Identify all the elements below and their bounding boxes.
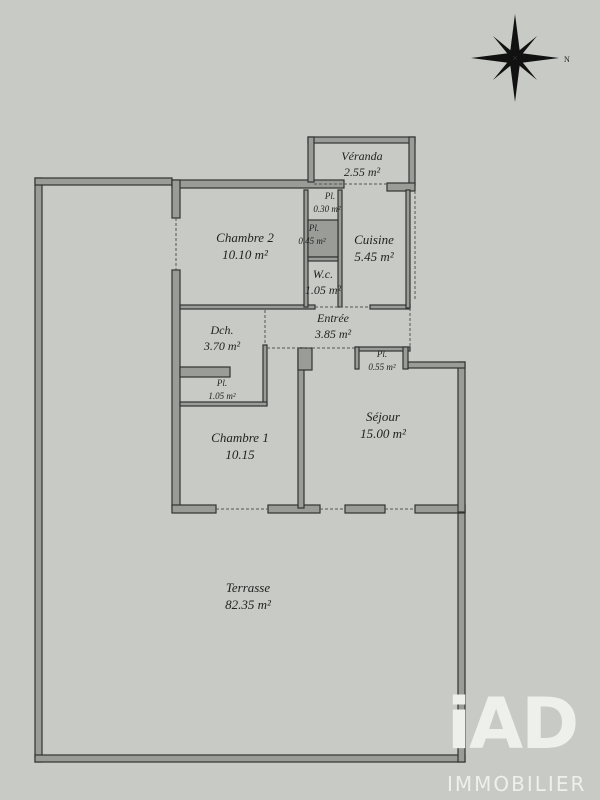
door-openings [175,183,416,510]
terrace-walls [34,177,466,763]
svg-text:0.55 m²: 0.55 m² [368,362,395,372]
svg-text:Véranda: Véranda [341,149,382,163]
svg-text:15.00 m²: 15.00 m² [360,426,407,441]
room-terrasse: Terrasse 82.35 m² [225,580,272,612]
svg-text:Pl.: Pl. [308,223,319,233]
svg-text:Chambre 2: Chambre 2 [216,230,274,245]
svg-text:82.35 m²: 82.35 m² [225,597,272,612]
room-placard-030: Pl. 0.30 m² [313,191,340,214]
svg-text:10.10 m²: 10.10 m² [222,247,269,262]
svg-text:3.70 m²: 3.70 m² [203,339,241,353]
room-wc: W.c. 1.05 m² [305,267,342,297]
room-sejour: Séjour 15.00 m² [360,409,407,441]
apartment-walls [171,136,466,514]
svg-text:2.55 m²: 2.55 m² [344,165,381,179]
svg-text:Séjour: Séjour [366,409,401,424]
logo-subtitle: IMMOBILIER [447,772,587,796]
svg-text:Chambre 1: Chambre 1 [211,430,269,445]
room-placard-045: Pl. 0.45 m² [298,223,325,246]
svg-text:0.45 m²: 0.45 m² [298,236,325,246]
svg-text:1.05 m²: 1.05 m² [208,391,235,401]
logo-brand: iAD [447,683,579,765]
svg-text:10.15: 10.15 [225,447,255,462]
north-label: N [564,55,570,64]
svg-text:Pl.: Pl. [376,349,387,359]
room-cuisine: Cuisine 5.45 m² [354,232,395,264]
svg-text:3.85 m²: 3.85 m² [314,327,352,341]
room-placard-105: Pl. 1.05 m² [208,378,235,401]
svg-text:Terrasse: Terrasse [226,580,271,595]
compass-rose-icon [471,14,559,102]
svg-text:5.45 m²: 5.45 m² [354,249,394,264]
room-chambre-1: Chambre 1 10.15 [211,430,269,462]
room-veranda: Véranda 2.55 m² [341,149,382,179]
room-dch: Dch. 3.70 m² [203,323,241,353]
room-chambre-2: Chambre 2 10.10 m² [216,230,274,262]
svg-text:W.c.: W.c. [313,267,333,281]
svg-text:Cuisine: Cuisine [354,232,394,247]
room-entree: Entrée 3.85 m² [314,311,352,341]
svg-text:1.05 m²: 1.05 m² [305,283,342,297]
svg-text:Dch.: Dch. [210,323,234,337]
room-placard-055: Pl. 0.55 m² [368,349,395,372]
svg-text:Pl.: Pl. [324,191,335,201]
svg-text:Entrée: Entrée [316,311,350,325]
svg-text:0.30 m²: 0.30 m² [313,204,340,214]
svg-text:Pl.: Pl. [216,378,227,388]
